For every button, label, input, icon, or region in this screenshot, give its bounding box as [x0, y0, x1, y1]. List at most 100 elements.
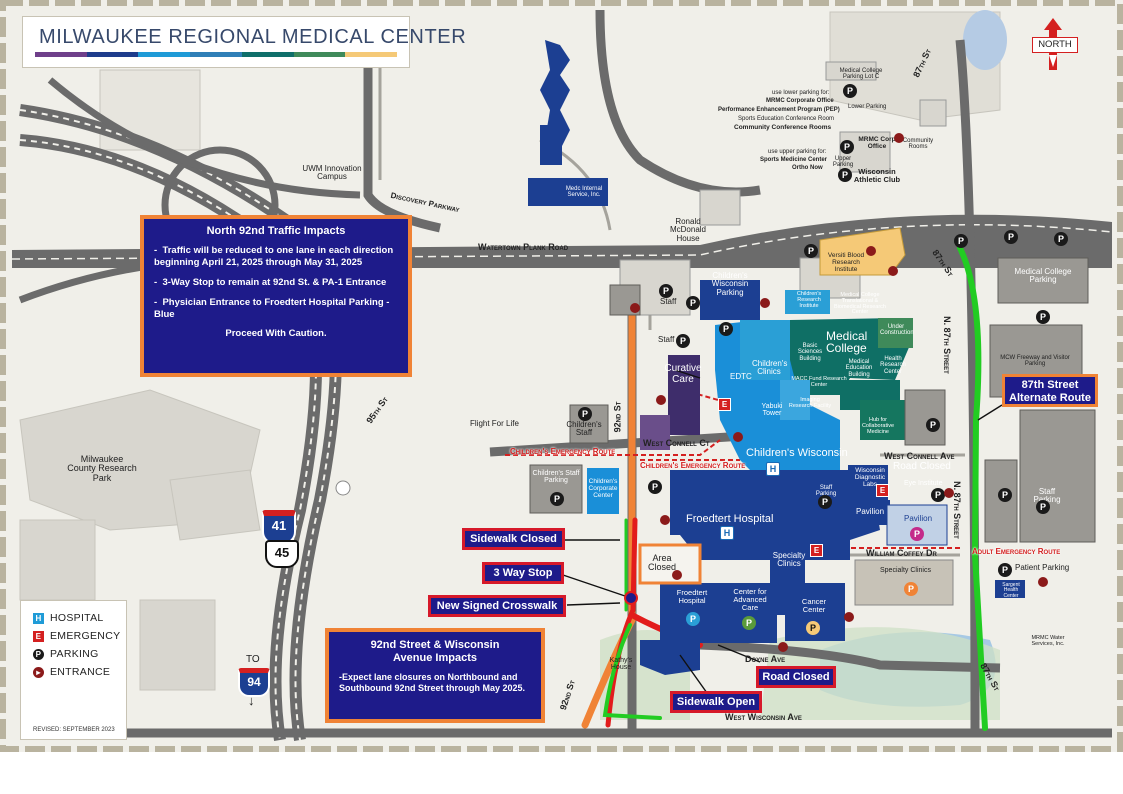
parking-icon: P [998, 563, 1012, 577]
alternate-route-line1: 87th Street [1021, 379, 1079, 391]
label-childrens-wi: Children's Wisconsin [746, 447, 848, 459]
north92-item: - 3-Way Stop to remain at 92nd St. & PA-… [154, 276, 387, 288]
label-curative: Curative Care [664, 363, 702, 385]
wisconsin-callout: 92nd Street & Wisconsin Avenue Impacts -… [325, 628, 545, 723]
map-frame: MILWAUKEE REGIONAL MEDICAL CENTER NORTH … [0, 0, 1123, 752]
emergency-icon: E [718, 398, 731, 411]
pond-top [963, 10, 1007, 70]
area-closed-box [638, 543, 702, 585]
three-way-stop-marker [624, 591, 638, 605]
sidewalk-closed-tag: Sidewalk Closed [462, 528, 565, 550]
childrens-wi-parking [700, 280, 760, 320]
entrance-icon [1038, 577, 1048, 587]
label-froedtert-small: Froedtert Hospital [676, 588, 708, 605]
note-lower-3: Performance Enhancement Program (PEP) [718, 107, 840, 113]
interstate-94-shield: 94 [238, 668, 270, 697]
parking-icon: P [931, 488, 945, 502]
hospital-icon: H [766, 462, 780, 476]
parking-icon: P [998, 488, 1012, 502]
gray-buildings [529, 257, 1096, 543]
label-specialty-clinics-right: Specialty Clinics [880, 567, 931, 574]
label-childrens-clinics: Children's Clinics [752, 359, 788, 377]
parking-icon: P [806, 621, 820, 635]
label-childrens-staff: Children's Staff [566, 420, 602, 438]
parking-icon: P [954, 234, 968, 248]
alternate-route-tag: 87th Street Alternate Route [1002, 374, 1098, 407]
parking-icon: P [1036, 500, 1050, 514]
label-staff-parking-small: Staff Parking [816, 485, 836, 497]
note-upper-2: Sports Medicine Center [760, 157, 828, 163]
label-mrmc-water: MRMC Water Services, Inc. [1031, 635, 1065, 647]
hospital-icon: H [33, 612, 44, 624]
parking-icon: P [659, 284, 673, 298]
label-edtc: EDTC [730, 372, 752, 381]
childrens-emergency-route-1: Children's Emergency Route [510, 447, 616, 456]
road-william-coffey: William Coffey Dr [866, 548, 937, 558]
parking-icon: P [686, 296, 700, 310]
parking-icon: P [910, 527, 924, 541]
label-road-closed-small: Road Closed [893, 461, 951, 472]
label-wi-diagnostic: Wisconsin Diagnostic Labs [854, 467, 886, 488]
childrens-wisconsin [715, 320, 840, 480]
north92-heading: North 92nd Traffic Impacts [206, 225, 346, 237]
sargent-health-center [995, 580, 1025, 598]
label-staff-2: Staff [658, 335, 675, 344]
note-lower-1: use lower parking for: [772, 90, 830, 96]
us-45-shield: 45 [265, 540, 299, 568]
label-childrens-corporate: Children's Corporate Center [588, 478, 618, 499]
legend-entrance: ▸ENTRANCE [33, 666, 110, 678]
entrance-icon [672, 570, 682, 580]
label-upper-parking: Upper Parking [832, 156, 854, 169]
parking-icon: P [838, 168, 852, 182]
green-sidewalk-open [602, 623, 662, 720]
label-basic-sciences: Basic Sciences Building [797, 343, 823, 362]
wisconsin-heading-1: 92nd Street & Wisconsin [370, 639, 500, 651]
wisconsin-heading-2: Avenue Impacts [393, 652, 477, 664]
entrance-icon [888, 266, 898, 276]
new-crosswalk-tag: New Signed Crosswalk [428, 595, 566, 617]
emergency-icon: E [876, 484, 889, 497]
label-eye-institute: Eye Institute [904, 480, 943, 487]
emergency-icon: E [33, 630, 44, 642]
parking-icon: P [904, 582, 918, 596]
label-community-rooms: Community Rooms [902, 138, 934, 151]
medical-college [785, 290, 913, 440]
medc-building [528, 40, 608, 206]
purple-block [640, 415, 670, 450]
label-specialty-clinics: Specialty Clinics [772, 551, 806, 569]
label-mcw-lot-c: Medical College Parking Lot C [839, 68, 883, 81]
label-flight-for-life: Flight For Life [470, 419, 519, 428]
label-froedtert-hospital: Froedtert Hospital [686, 513, 774, 525]
childrens-emergency-route-2: Children's Emergency Route [640, 461, 746, 470]
label-lower-parking: Lower Parking [848, 104, 887, 110]
label-kathys-house: Kathy's House [609, 657, 633, 672]
label-staff-parking-right: Staff Parking [1033, 487, 1061, 505]
label-childrens-research: Children's Research Institute [796, 291, 822, 309]
roundabout-marker [335, 480, 351, 496]
parking-icon: P [550, 492, 564, 506]
wisconsin-body: -Expect lane closures on Northbound and … [339, 672, 526, 694]
road-west-connell-ave: West Connell Ave [884, 451, 955, 461]
parking-icon: P [926, 418, 940, 432]
revised-date: REVISED: SEPTEMBER 2023 [33, 727, 115, 733]
adult-emergency-route: Adult Emergency Route [972, 547, 1061, 556]
label-advanced-care: Center for Advanced Care [733, 587, 767, 612]
label-milwaukee-county: Milwaukee County Research Park [67, 454, 137, 483]
parking-icon: P [686, 612, 700, 626]
note-upper-3: Ortho Now [792, 165, 823, 171]
interstate-41-shield: 41 [262, 510, 296, 544]
down-arrow-icon: ↓ [248, 693, 255, 708]
parking-icon: P [1036, 310, 1050, 324]
entrance-icon: ▸ [33, 666, 44, 678]
label-health-research: Health Research Center [880, 356, 906, 375]
entrance-icon [660, 515, 670, 525]
label-staff-1: Staff [660, 297, 677, 306]
north92-callout: North 92nd Traffic Impacts - Traffic wil… [140, 215, 412, 377]
note-upper-1: use upper parking for: [768, 149, 827, 155]
north-label: NORTH [1032, 37, 1078, 53]
parking-icon: P [840, 140, 854, 154]
parking-icon: P [33, 648, 44, 660]
north92-item: - Traffic will be reduced to one lane in… [154, 245, 394, 268]
